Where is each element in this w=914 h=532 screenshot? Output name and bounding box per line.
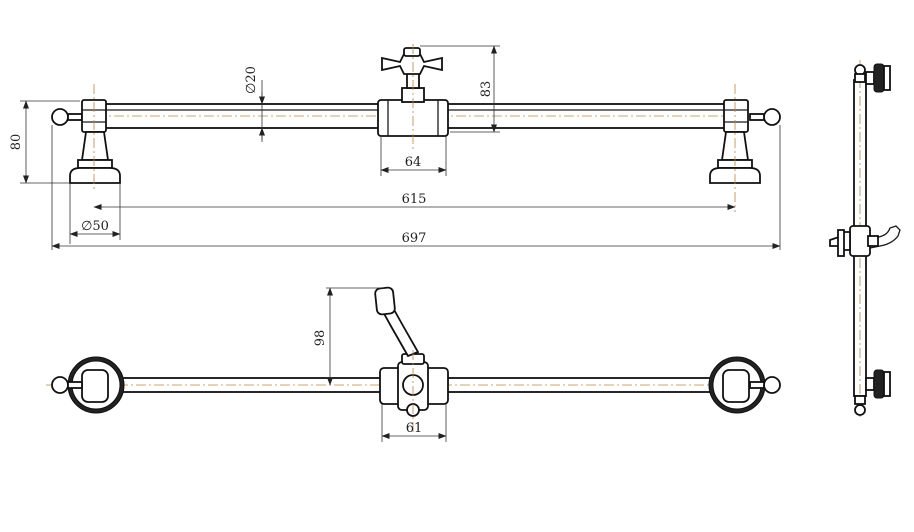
dim-overall-length: 697 [51,125,781,250]
valve-top [374,286,449,432]
side-view [829,60,901,420]
dim-valve-width-top: 61 [381,404,447,442]
label-height: 80 [9,134,24,151]
left-support [51,84,121,190]
label-bar-diameter: ∅20 [244,66,259,94]
dim-center-distance: 615 [93,192,736,210]
dim-bar-diameter: ∅20 [244,66,265,142]
dim-handle-height: 98 [313,287,384,386]
label-handle-height: 98 [313,330,328,347]
dim-valve-width: 64 [380,136,447,176]
right-mount-top [708,356,781,414]
dim-base-diameter: ∅50 [69,183,121,244]
front-view: 80 ∅20 83 64 615 [9,44,781,250]
label-base-diameter: ∅50 [81,219,109,234]
dim-height-80: 80 [9,100,80,184]
label-valve-height: 83 [479,81,494,98]
label-valve-width-top: 61 [406,421,423,436]
left-mount-top [51,356,125,414]
label-overall-length: 697 [402,231,427,246]
valve-front [377,44,449,150]
right-support [709,84,781,212]
dim-valve-height: 83 [420,45,500,133]
label-valve-width: 64 [405,155,422,170]
label-center-distance: 615 [402,192,427,207]
top-view: 98 61 [46,286,781,442]
